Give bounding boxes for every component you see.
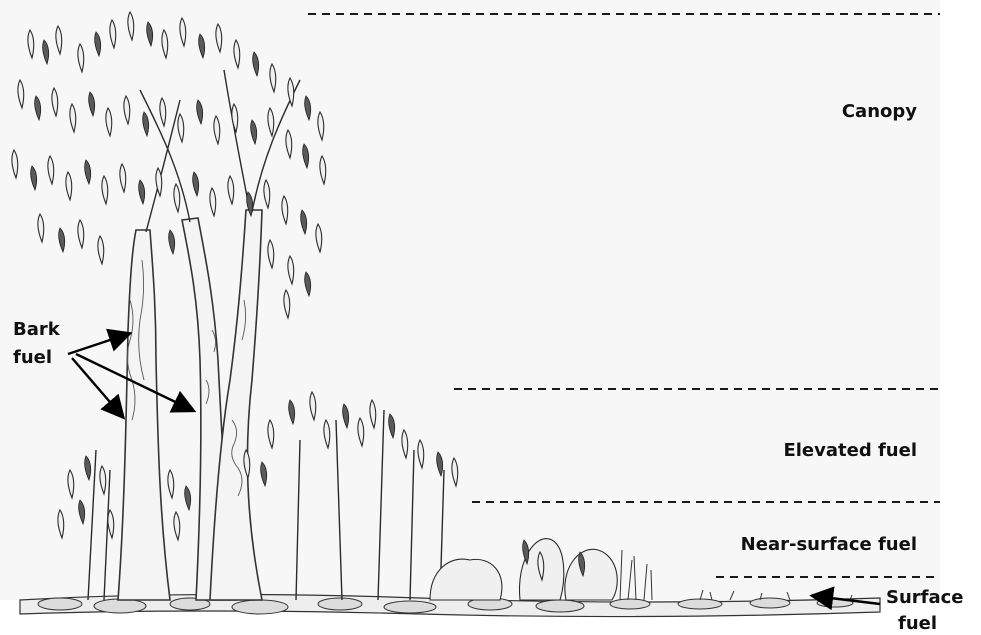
elevated-fuel-label: Elevated fuel xyxy=(783,440,917,461)
bark-fuel-label-line1: Bark xyxy=(13,319,61,340)
bark-fuel-label-line2: fuel xyxy=(13,347,52,368)
near-surface-fuel-label: Near-surface fuel xyxy=(741,534,917,555)
surface-fuel-label-line2: fuel xyxy=(898,613,937,634)
canopy-label: Canopy xyxy=(842,101,917,122)
surface-fuel-label-line1: Surface xyxy=(886,587,964,608)
